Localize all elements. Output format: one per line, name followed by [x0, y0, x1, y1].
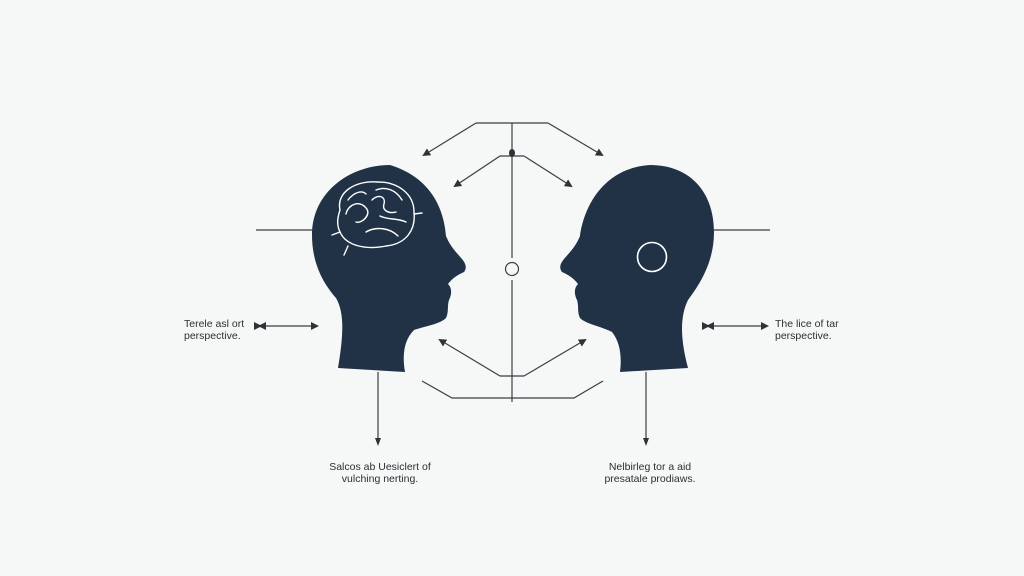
bottom-right-line1: Nelbirleg tor a aid	[608, 461, 692, 473]
brain-icon	[331, 181, 423, 256]
right-label-line2: perspective.	[775, 330, 832, 342]
left-head-icon	[312, 165, 466, 372]
left-label-line1: Terele asl ort	[184, 318, 245, 330]
left-label-line2: perspective.	[184, 330, 241, 342]
right-label-line1: The lice of tar	[775, 318, 839, 330]
bottom-right-caption: Nelbirleg tor a aid presatale prodiaws.	[570, 461, 730, 485]
bottom-left-line1: Salcos ab Uesiclert of	[329, 461, 431, 473]
connector-lines	[254, 122, 770, 446]
circle-icon	[636, 241, 668, 273]
bottom-right-line2: presatale prodiaws.	[604, 473, 696, 485]
axis-dot-icon	[509, 149, 515, 157]
open-circle-icon	[504, 261, 520, 277]
left-perspective-label: Terele asl ort perspective.	[184, 318, 244, 342]
bottom-left-caption: Salcos ab Uesiclert of vulching nerting.	[300, 461, 460, 485]
right-perspective-label: The lice of tar perspective.	[775, 318, 839, 342]
bottom-left-line2: vulching nerting.	[341, 473, 419, 485]
arrowheads	[258, 322, 714, 330]
right-head-icon	[560, 165, 714, 372]
